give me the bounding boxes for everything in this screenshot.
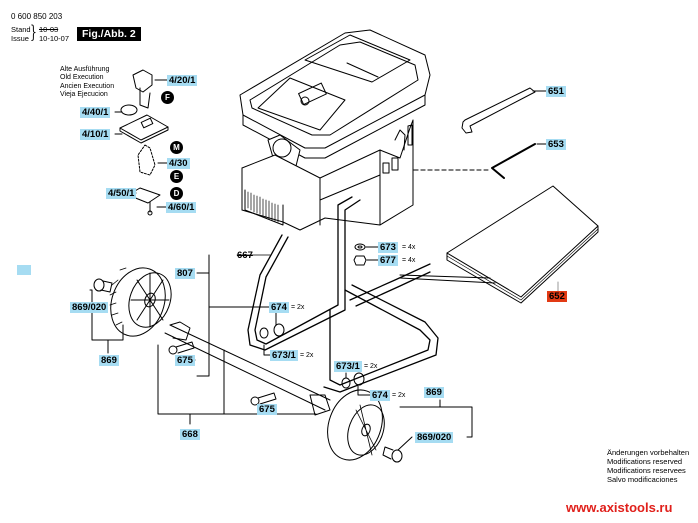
modifications-notice: Änderungen vorbehalten Modifications res… [607, 448, 689, 484]
modifications-line-de: Änderungen vorbehalten [607, 448, 690, 457]
old-execution-line-fr: Ancien Execution [60, 82, 115, 90]
part-label-869-left[interactable]: 869 [99, 355, 119, 366]
stand-issue-values: 10-03 10-10-07 [39, 25, 69, 43]
stand-label: Stand [11, 25, 31, 34]
qty-673-1-b: = 2x [364, 363, 378, 370]
document-number: 0 600 850 203 [11, 12, 63, 21]
right-wheel-drawing [327, 389, 385, 461]
qty-673-1-a: = 2x [300, 352, 314, 359]
left-wheel-drawing [109, 267, 172, 337]
stand-issue-labels: Stand Issue [11, 25, 31, 43]
part-label-675-a[interactable]: 675 [175, 355, 195, 366]
qty-673: = 4x [402, 244, 416, 251]
part-label-869-right[interactable]: 869 [424, 387, 444, 398]
axle-drawing [164, 321, 331, 416]
part-label-674-a[interactable]: 674 [269, 302, 289, 313]
figure-label: Fig./Abb. 2 [77, 27, 141, 41]
leader-lines [89, 79, 547, 451]
old-execution-line-es: Vieja Ejecucion [60, 90, 108, 98]
part-label-4-20-1[interactable]: 4/20/1 [167, 75, 198, 86]
modifications-line-en: Modifications reserved [607, 457, 683, 466]
brace-symbol: } [30, 22, 37, 43]
part-label-673-1-a[interactable]: 673/1 [270, 350, 298, 361]
part-label-869-020-right[interactable]: 869/020 [415, 432, 454, 443]
part-label-4-50-1[interactable]: 4/50/1 [106, 188, 137, 199]
modifications-line-fr: Modifications reservees [607, 466, 686, 475]
part-label-677[interactable]: 677 [378, 255, 398, 266]
website-link[interactable]: www.axistools.ru [566, 500, 673, 515]
qty-674-a: = 2x [291, 304, 305, 311]
part-label-674-b[interactable]: 674 [370, 390, 390, 401]
part-label-667[interactable]: 667 [237, 250, 253, 261]
bolt-drawings [168, 341, 277, 406]
part-label-4-40-1[interactable]: 4/40/1 [80, 107, 111, 118]
manual-drawing [399, 185, 599, 304]
hopper-drawing [239, 29, 431, 159]
issue-date: 10-10-07 [39, 34, 70, 43]
left-wheel-screw-drawing [93, 278, 113, 293]
old-date: 10-03 [39, 25, 59, 34]
motor-housing-drawing [241, 119, 481, 231]
old-execution-line-de: Alte Ausführung [60, 66, 110, 73]
right-wheel-screw-drawing [382, 446, 403, 463]
marker-m: M [170, 141, 183, 154]
washer-nut-drawings [259, 243, 367, 389]
part-label-651[interactable]: 651 [546, 86, 566, 97]
marker-f: F [161, 91, 174, 104]
frame-drawing [247, 196, 439, 393]
part-label-869-020-left[interactable]: 869/020 [70, 302, 109, 313]
marker-d: D [170, 187, 183, 200]
part-label-4-30[interactable]: 4/30 [167, 158, 190, 169]
wrench-drawing [461, 87, 536, 134]
modifications-line-es: Salvo modificaciones [607, 475, 678, 484]
old-execution-legend: Alte Ausführung Old Execution Ancien Exe… [60, 66, 114, 99]
issue-label: Issue [11, 34, 29, 43]
part-label-675-b[interactable]: 675 [257, 404, 277, 415]
hex-key-drawing [491, 143, 536, 179]
old-execution-line-en: Old Execution [60, 74, 104, 82]
color-legend-swatch [17, 265, 31, 275]
part-label-4-60-1[interactable]: 4/60/1 [166, 202, 197, 213]
part-label-4-10-1[interactable]: 4/10/1 [80, 129, 111, 140]
part-label-673[interactable]: 673 [378, 242, 398, 253]
part-label-673-1-b[interactable]: 673/1 [334, 361, 362, 372]
qty-674-b: = 2x [392, 392, 406, 399]
part-label-807[interactable]: 807 [175, 268, 195, 279]
part-label-668[interactable]: 668 [180, 429, 200, 440]
qty-677: = 4x [402, 257, 416, 264]
marker-e: E [170, 170, 183, 183]
part-label-652[interactable]: 652 [547, 291, 567, 302]
part-label-653[interactable]: 653 [546, 139, 566, 150]
